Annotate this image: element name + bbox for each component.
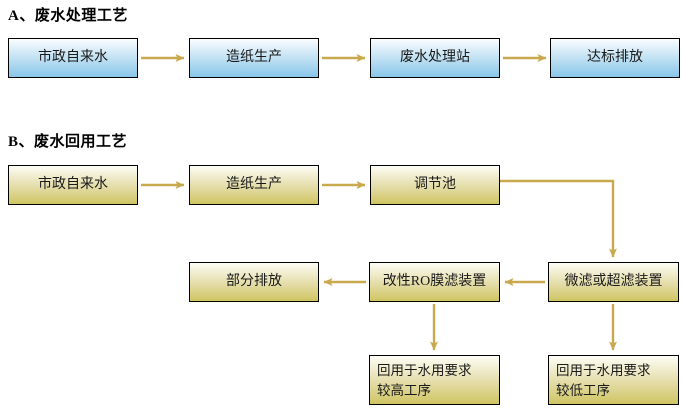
node-b7-reuse-high-requirement-process[interactable]: 回用于水用要求 较高工序 [369,355,500,405]
arrow-b3-to-b4-elbow [500,179,617,258]
node-b3-regulating-tank[interactable]: 调节池 [370,165,500,205]
node-b8-label-line2: 较低工序 [556,382,610,398]
node-b1-municipal-tap-water[interactable]: 市政自来水 [8,165,138,205]
node-b7-label-line2: 较高工序 [377,382,431,398]
node-a2-paper-production[interactable]: 造纸生产 [189,38,319,78]
node-b8-reuse-low-requirement-process[interactable]: 回用于水用要求 较低工序 [548,355,679,405]
node-b6-partial-discharge[interactable]: 部分排放 [189,262,319,302]
node-a3-wastewater-treatment-station[interactable]: 废水处理站 [370,38,500,78]
section-a-title: A、废水处理工艺 [8,8,128,24]
node-b4-microfiltration-or-ultrafiltration-unit[interactable]: 微滤或超滤装置 [548,262,679,302]
node-b2-paper-production[interactable]: 造纸生产 [189,165,319,205]
node-a1-municipal-tap-water[interactable]: 市政自来水 [8,38,138,78]
node-b8-label-line1: 回用于水用要求 [556,363,651,378]
node-a4-compliant-discharge[interactable]: 达标排放 [550,38,680,78]
node-b7-label-line1: 回用于水用要求 [377,363,472,378]
node-b5-modified-ro-membrane-filtration-unit[interactable]: 改性RO膜滤装置 [369,262,500,302]
section-b-title: B、废水回用工艺 [8,134,128,150]
